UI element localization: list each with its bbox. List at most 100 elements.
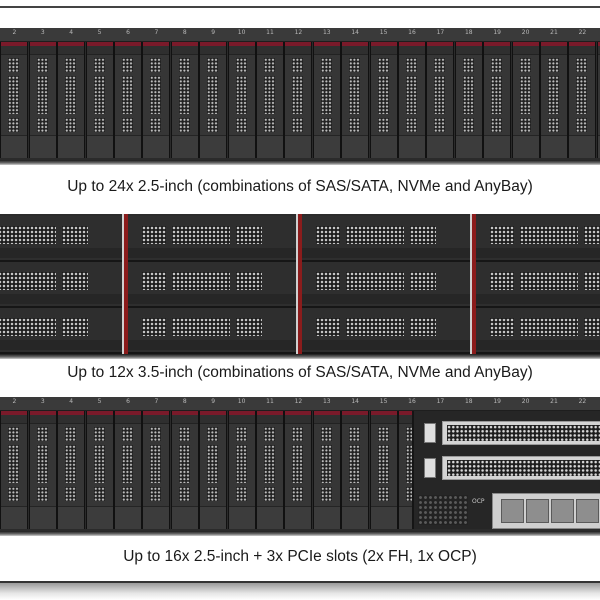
vent-grille xyxy=(576,118,588,132)
drive-bay-2-5in xyxy=(483,42,512,158)
drive-bay-2-5in xyxy=(142,42,171,158)
drive-bay-2-5in xyxy=(0,411,29,529)
drive-bay-2-5in xyxy=(28,411,57,529)
vent-grille xyxy=(548,76,559,114)
vent-grille xyxy=(490,318,514,336)
drive-foot xyxy=(285,135,312,158)
vent-grille xyxy=(236,272,262,290)
drive-bay-2-5in xyxy=(256,411,284,529)
drive-handle xyxy=(455,46,482,55)
vent-grille xyxy=(122,427,133,441)
release-tab xyxy=(86,411,113,415)
release-tab xyxy=(58,411,85,415)
drive-handle xyxy=(370,46,397,55)
vent-grille xyxy=(264,445,275,483)
vent-grille xyxy=(292,445,304,483)
drive-foot xyxy=(200,506,227,529)
ocp-port xyxy=(526,499,549,523)
vent-grille xyxy=(406,118,417,132)
drive-handle xyxy=(342,415,369,424)
vent-grille xyxy=(178,427,190,441)
drive-handle xyxy=(143,415,170,424)
vent-grille xyxy=(0,318,56,336)
drive-bay-2-5in xyxy=(199,42,228,158)
vent-grille xyxy=(65,487,77,501)
vent-grille xyxy=(65,427,77,441)
vent-grille xyxy=(235,118,247,132)
caption-16x25-pcie: Up to 16x 2.5-inch + 3x PCIe slots (2x F… xyxy=(123,548,477,565)
vent-grille xyxy=(207,118,219,132)
drive-foot xyxy=(29,135,56,158)
drive-handle xyxy=(29,415,56,424)
vent-grille xyxy=(264,76,275,114)
vent-grille xyxy=(410,318,436,336)
bay-number: 15 xyxy=(379,29,388,36)
drive-handle xyxy=(370,415,397,424)
drive-handle xyxy=(1,46,28,55)
release-tab xyxy=(86,42,113,46)
release-tab xyxy=(1,411,28,415)
vent-grille xyxy=(150,76,162,114)
vent-grille xyxy=(207,487,219,501)
bay-number: 13 xyxy=(322,29,331,36)
vent-grille xyxy=(491,58,503,72)
vent-grille xyxy=(434,118,446,132)
vent-grille xyxy=(264,58,275,72)
drive-handle xyxy=(143,46,170,55)
vent-grille xyxy=(93,118,105,132)
vent-grille xyxy=(349,427,361,441)
release-tab xyxy=(569,42,596,46)
release-tab xyxy=(200,411,227,415)
vent-grille xyxy=(410,226,436,244)
drive-lip xyxy=(476,294,600,304)
chassis-24x25: 1234567891011121314151617181920212223 xyxy=(0,28,600,160)
vent-grille xyxy=(292,58,304,72)
vent-grille xyxy=(235,76,247,114)
drive-handle xyxy=(512,46,539,55)
chassis-edge xyxy=(0,354,600,359)
vent-grille xyxy=(8,58,20,72)
drive-foot xyxy=(58,135,85,158)
vent-grille xyxy=(316,272,340,290)
bay-number: 5 xyxy=(97,398,102,405)
release-tab xyxy=(313,42,340,46)
release-tab xyxy=(512,42,539,46)
bay-number: 18 xyxy=(464,29,473,36)
drive-foot xyxy=(86,135,113,158)
drive-bay-2-5in xyxy=(170,411,199,529)
drive-bay-2-5in xyxy=(596,42,600,158)
bottom-rule xyxy=(0,581,600,583)
drive-handle xyxy=(569,46,596,55)
drive-foot xyxy=(370,506,397,529)
bay-number: 15 xyxy=(379,398,388,405)
bay-number: 20 xyxy=(521,29,530,36)
vent-grille xyxy=(576,76,588,114)
bay-number: 16 xyxy=(408,398,416,405)
vent-grille xyxy=(0,226,56,244)
vent-grille xyxy=(349,118,361,132)
release-tab xyxy=(541,42,567,46)
vent-grille xyxy=(584,226,600,244)
vent-grille xyxy=(207,58,219,72)
vent-grille xyxy=(320,487,332,501)
drive-lip xyxy=(128,294,300,304)
ocp-port xyxy=(551,499,574,523)
release-tab xyxy=(115,411,141,415)
bay-number: 21 xyxy=(550,29,558,36)
drive-bay-2-5in xyxy=(398,42,426,158)
drive-foot xyxy=(399,135,425,158)
vent-grille xyxy=(349,58,361,72)
vent-grille xyxy=(519,58,531,72)
vent-grille xyxy=(65,58,77,72)
vent-grille xyxy=(36,58,48,72)
release-tab xyxy=(597,42,600,46)
vent-grille xyxy=(150,58,162,72)
fh-slot-2-latch xyxy=(424,458,436,478)
vent-grille xyxy=(447,460,600,476)
drive-foot xyxy=(484,135,511,158)
release-tab xyxy=(29,411,56,415)
bottom-shadow xyxy=(0,583,600,600)
vent-grille xyxy=(520,318,578,336)
bay-number: 12 xyxy=(294,29,303,36)
vent-grille xyxy=(122,445,133,483)
